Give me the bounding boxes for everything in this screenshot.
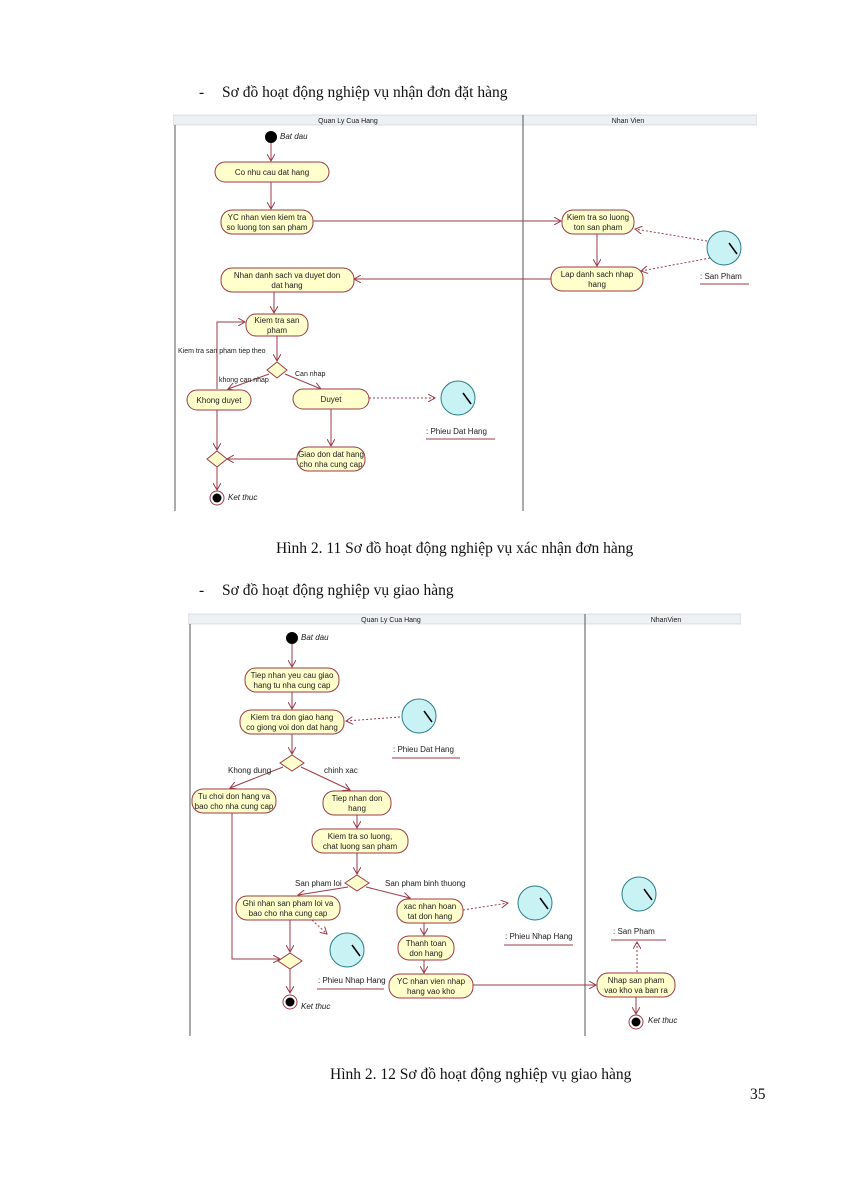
object-phieu-nhap-hang-1 xyxy=(329,932,365,968)
activity-yc-nhan-vien-nhap-line-2: hang vao kho xyxy=(407,987,456,996)
figure-1-caption: Hình 2. 11 Sơ đồ hoạt động nghiệp vụ xác… xyxy=(276,540,634,557)
activity-kiem-tra-so-luong-line-1: Kiem tra so luong, xyxy=(328,832,392,841)
activity-nhap-san-pham-line-2: vao kho va ban ra xyxy=(604,986,668,995)
activity-kiem-tra-so-luong-line-1: Kiem tra so luong xyxy=(567,213,629,222)
activity-yc-nhan-vien-line-2: so luong ton san pham xyxy=(227,223,308,232)
object-phieu-dat-hang xyxy=(401,698,437,734)
figure-2-diagram: Quan Ly Cua Hang NhanVien Bat dau Tiep n… xyxy=(188,613,741,1036)
object-phieu-nhap-hang-1-label: : Phieu Nhap Hang xyxy=(318,976,386,985)
guard-kiem-tra-tiep-theo: Kiem tra san pham tiep theo xyxy=(178,348,266,355)
activity-kiem-tra-so-luong-line-2: chat luong san pham xyxy=(323,842,398,851)
activity-tiep-nhan-don-line-2: hang xyxy=(348,804,366,813)
activity-co-nhu-cau-label: Co nhu cau dat hang xyxy=(235,168,309,177)
activity-thanh-toan xyxy=(397,935,455,961)
activity-ghi-nhan-line-2: bao cho nha cung cap xyxy=(249,909,328,918)
object-phieu-nhap-hang-2-label: : Phieu Nhap Hang xyxy=(505,932,573,941)
activity-nhap-san-pham-line-1: Nhap san pham xyxy=(608,976,665,985)
activity-xac-nhan-line-2: tat don hang xyxy=(408,912,452,921)
activity-tu-choi-don-hang xyxy=(191,788,277,814)
activity-giao-don-line-1: Giao don dat hang xyxy=(298,450,364,459)
end-label-left: Ket thuc xyxy=(301,1002,330,1011)
end-label: Ket thuc xyxy=(228,493,257,502)
activity-lap-danh-sach-line-2: hang xyxy=(588,280,606,289)
figure-2-caption: Hình 2. 12 Sơ đồ hoạt động nghiệp vụ gia… xyxy=(330,1066,632,1083)
activity-kiem-tra-so-luong xyxy=(311,828,409,854)
activity-ghi-nhan-line-1: Ghi nhan san pham loi va xyxy=(243,899,334,908)
activity-ghi-nhan-san-pham-loi xyxy=(235,895,341,921)
guard-san-pham-binh-thuong: San pham binh thuong xyxy=(385,879,466,888)
start-label: Bat dau xyxy=(301,633,329,642)
object-san-pham-label: : San Pham xyxy=(613,927,655,936)
start-node xyxy=(265,131,277,143)
lane-title-quan-ly: Quan Ly Cua Hang xyxy=(361,617,421,624)
activity-yc-nhan-vien-line-1: YC nhan vien kiem tra xyxy=(228,213,307,222)
activity-kiem-tra-so-luong-line-2: ton san pham xyxy=(574,223,623,232)
activity-tu-choi-line-1: Tu choi don hang va xyxy=(198,792,271,801)
activity-thanh-toan-line-2: don hang xyxy=(409,949,442,958)
swimlane-header-bar xyxy=(173,114,757,126)
activity-khong-duyet-label: Khong duyet xyxy=(197,396,243,405)
activity-lap-danh-sach-line-1: Lap danh sach nhap xyxy=(561,270,634,279)
object-phieu-dat-hang-label: : Phieu Dat Hang xyxy=(393,745,454,754)
activity-kiem-tra-so-luong xyxy=(561,209,635,235)
activity-yc-nhan-vien xyxy=(220,209,314,235)
activity-yc-nhan-vien-nhap xyxy=(388,973,474,999)
object-phieu-dat-hang xyxy=(440,380,476,416)
object-phieu-dat-hang-label: : Phieu Dat Hang xyxy=(426,427,487,436)
activity-tiep-nhan-don-line-1: Tiep nhan don xyxy=(332,794,383,803)
guard-san-pham-loi: San pham loi xyxy=(295,879,342,888)
decision-node-1 xyxy=(279,754,305,772)
activity-nhan-danh-sach xyxy=(220,267,355,293)
guard-khong-dung: Khong dung xyxy=(228,766,271,775)
page-number: 35 xyxy=(750,1086,766,1103)
activity-kiem-tra-don-line-2: co giong voi don dat hang xyxy=(246,723,338,732)
object-san-pham xyxy=(621,876,657,912)
activity-thanh-toan-line-1: Thanh toan xyxy=(406,939,446,948)
guard-khong-can-nhap: khong can nhap xyxy=(219,377,269,384)
activity-nhan-danh-sach-line-1: Nhan danh sach va duyet don xyxy=(234,271,340,280)
activity-tu-choi-line-2: bao cho nha cung cap xyxy=(195,802,274,811)
activity-kiem-tra-san-pham-line-1: Kiem tra san xyxy=(255,316,300,325)
activity-kiem-tra-san-pham-line-2: pham xyxy=(267,326,287,335)
decision-node-1 xyxy=(266,361,288,379)
activity-duyet-label: Duyet xyxy=(321,395,343,404)
lane-title-nhan-vien: NhanVien xyxy=(651,617,682,624)
activity-giao-don-line-2: cho nha cung cap xyxy=(299,460,363,469)
guard-chinh-xac: chinh xac xyxy=(324,766,358,775)
activity-xac-nhan-line-1: xac nhan hoan xyxy=(404,902,457,911)
object-san-pham-label: : San Pham xyxy=(700,272,742,281)
lane-title-quan-ly: Quan Ly Cua Hang xyxy=(318,118,378,125)
activity-nhan-danh-sach-line-2: dat hang xyxy=(271,281,302,290)
activity-yc-nhan-vien-nhap-line-1: YC nhan vien nhap xyxy=(397,977,466,986)
activity-kiem-tra-don-line-1: Kiem tra don giao hang xyxy=(251,713,334,722)
lane-title-nhan-vien: Nhan Vien xyxy=(612,118,645,125)
object-san-pham xyxy=(706,230,742,266)
start-label: Bat dau xyxy=(280,132,308,141)
object-phieu-nhap-hang-2 xyxy=(517,885,553,921)
figure-1-diagram: Quan Ly Cua Hang Nhan Vien Bat dau Co nh… xyxy=(173,114,757,511)
section-2-bullet: - xyxy=(199,582,205,599)
activity-tiep-nhan-yeu-cau-line-1: Tiep nhan yeu cau giao xyxy=(251,671,334,680)
guard-can-nhap: Can nhap xyxy=(295,371,325,378)
activity-tiep-nhan-yeu-cau-line-2: hang tu nha cung cap xyxy=(254,681,332,690)
activity-co-nhu-cau xyxy=(214,161,330,183)
activity-xac-nhan-hoan-tat xyxy=(396,898,464,924)
end-label-right: Ket thuc xyxy=(648,1016,677,1025)
section-1-heading: Sơ đồ hoạt động nghiệp vụ nhận đơn đặt h… xyxy=(222,84,508,101)
section-1-bullet: - xyxy=(199,84,205,101)
activity-khong-duyet xyxy=(186,389,252,411)
section-2-heading: Sơ đồ hoạt động nghiệp vụ giao hàng xyxy=(222,582,454,599)
start-node xyxy=(286,632,298,644)
merge-node-1 xyxy=(206,450,228,468)
swimlane-header-bar xyxy=(188,613,741,625)
merge-node xyxy=(277,952,303,970)
decision-node-2 xyxy=(344,874,370,892)
